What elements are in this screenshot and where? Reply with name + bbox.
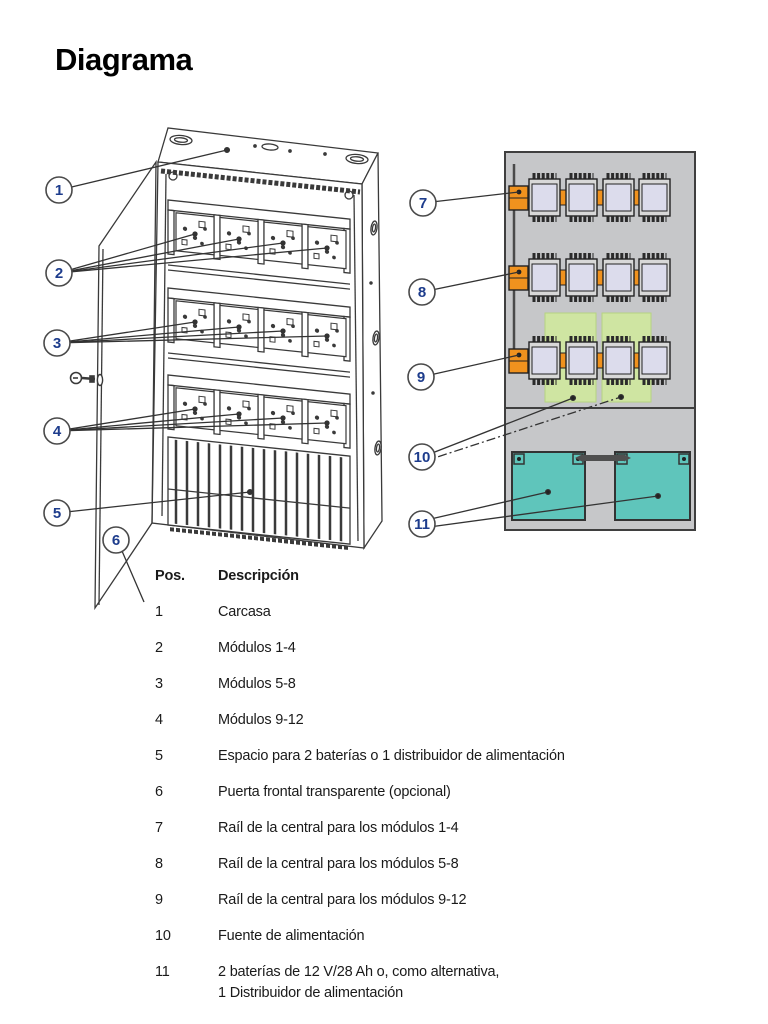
description-cell: Espacio para 2 baterías o 1 distribuidor… (218, 748, 565, 764)
pos-cell: 6 (155, 784, 163, 800)
callout-2: 2 (45, 259, 73, 287)
description-cell: 2 baterías de 12 V/28 Ah o, como alterna… (218, 964, 500, 1001)
battery-left (511, 451, 586, 521)
left-leader-lines (56, 146, 330, 603)
callout-7: 7 (409, 189, 437, 217)
description-cell: Raíl de la central para los módulos 5-8 (218, 856, 459, 872)
description-cell: Módulos 9-12 (218, 712, 304, 728)
right-leader-lines (420, 191, 662, 529)
description-cell: Raíl de la central para los módulos 9-12 (218, 892, 467, 908)
callout-4: 4 (43, 417, 71, 445)
pos-cell: 2 (155, 640, 163, 656)
svg-text:1: 1 (55, 182, 63, 199)
battery-space-slats (167, 436, 351, 550)
rail-row-modules-1-4 (508, 176, 670, 219)
door-key-icon (69, 371, 104, 387)
svg-text:4: 4 (53, 423, 62, 440)
cabinet-3d-drawing: 1 2 3 4 5 6 (43, 127, 383, 611)
side-knockout-ovals (369, 220, 382, 456)
callout-3: 3 (43, 329, 71, 357)
pos-header: Pos. (155, 568, 185, 584)
table-row: 4 Módulos 9-12 (155, 710, 655, 731)
callout-5: 5 (43, 499, 71, 527)
description-header: Descripción (218, 568, 299, 584)
pos-cell: 3 (155, 676, 163, 692)
battery-right (614, 451, 691, 521)
pos-cell: 8 (155, 856, 163, 872)
svg-text:2: 2 (55, 265, 63, 282)
svg-text:5: 5 (53, 505, 61, 522)
pos-cell: 9 (155, 892, 163, 908)
callout-6: 6 (102, 526, 130, 554)
parts-table: Pos. Descripción 1 Carcasa 2 Módulos 1-4… (155, 566, 655, 1019)
description-cell: Raíl de la central para los módulos 1-4 (218, 820, 459, 836)
top-knockout-ovals (169, 134, 369, 165)
svg-text:11: 11 (414, 516, 430, 533)
description-cell: Carcasa (218, 604, 271, 620)
svg-text:9: 9 (417, 369, 425, 386)
description-cell: Módulos 1-4 (218, 640, 296, 656)
parts-table-rows: 1 Carcasa 2 Módulos 1-4 3 Módulos 5-8 4 … (155, 602, 655, 1004)
table-row: 9 Raíl de la central para los módulos 9-… (155, 890, 655, 911)
table-row: 5 Espacio para 2 baterías o 1 distribuid… (155, 746, 655, 767)
pos-cell: 10 (155, 928, 171, 944)
callout-10: 10 (408, 443, 436, 471)
svg-text:8: 8 (418, 284, 426, 301)
pos-cell: 5 (155, 748, 163, 764)
pos-cell: 7 (155, 820, 163, 836)
table-row: 11 2 baterías de 12 V/28 Ah o, como alte… (155, 962, 655, 1004)
cabinet-interior (167, 199, 351, 550)
table-row: 2 Módulos 1-4 (155, 638, 655, 659)
svg-text:7: 7 (419, 195, 427, 212)
rail-row-modules-9-12 (508, 339, 670, 382)
pos-cell: 4 (155, 712, 163, 728)
panel-layout-diagram: 7 8 9 10 11 (407, 151, 696, 538)
description-cell: Puerta frontal transparente (opcional) (218, 784, 451, 800)
battery-connector-bar (575, 454, 631, 462)
table-row: 6 Puerta frontal transparente (opcional) (155, 782, 655, 803)
pos-cell: 11 (155, 964, 170, 980)
module-row-1-4 (167, 199, 351, 274)
table-row: 7 Raíl de la central para los módulos 1-… (155, 818, 655, 839)
table-row: 3 Módulos 5-8 (155, 674, 655, 695)
module-row-9-12 (167, 374, 351, 449)
svg-text:6: 6 (112, 532, 120, 549)
table-row: 1 Carcasa (155, 602, 655, 623)
parts-table-header: Pos. Descripción (155, 566, 655, 587)
description-cell: Módulos 5-8 (218, 676, 296, 692)
callout-1: 1 (45, 176, 73, 204)
table-row: 10 Fuente de alimentación (155, 926, 655, 947)
description-cell: Fuente de alimentación (218, 928, 365, 944)
pos-cell: 1 (155, 604, 163, 620)
svg-text:10: 10 (414, 449, 431, 466)
page-title: Diagrama (55, 42, 193, 77)
rail-row-modules-5-8 (508, 256, 670, 299)
callout-9: 9 (407, 363, 435, 391)
module-row-5-8 (167, 287, 351, 362)
svg-text:3: 3 (53, 335, 61, 352)
callout-8: 8 (408, 278, 436, 306)
callout-11: 11 (408, 510, 436, 538)
table-row: 8 Raíl de la central para los módulos 5-… (155, 854, 655, 875)
